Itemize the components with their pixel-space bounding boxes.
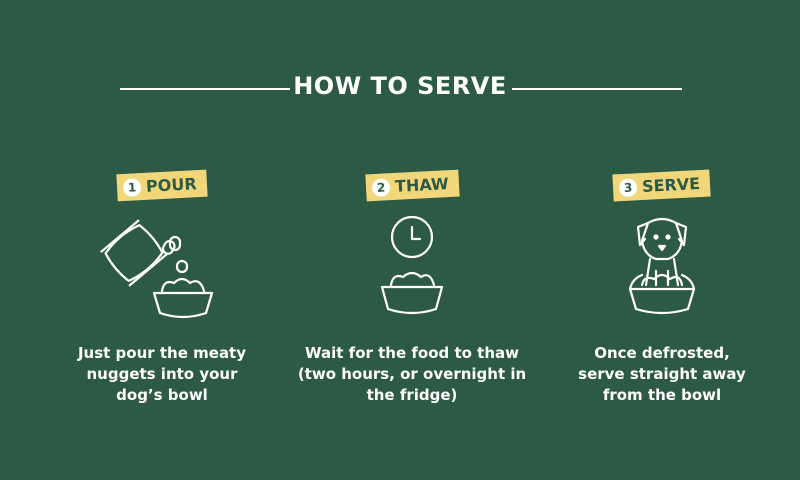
step-description: Wait for the food to thaw (two hours, or… <box>297 344 527 404</box>
step-label: SERVE <box>641 173 701 197</box>
title-divider-right <box>512 88 682 90</box>
step-label: POUR <box>145 174 198 196</box>
step-number: 1 <box>122 177 142 197</box>
title-divider-left <box>120 88 290 90</box>
step-number: 2 <box>371 177 391 197</box>
step-description: Just pour the meaty nuggets into your do… <box>77 344 247 404</box>
clock-bowl-icon <box>380 215 444 315</box>
step-description: Once defrosted, serve straight away from… <box>578 344 746 404</box>
step-number: 3 <box>619 177 638 197</box>
pour-bag-icon <box>100 219 214 319</box>
step-label: THAW <box>394 174 449 196</box>
dog-bowl-icon <box>628 217 696 315</box>
page-title: HOW TO SERVE <box>293 72 507 100</box>
